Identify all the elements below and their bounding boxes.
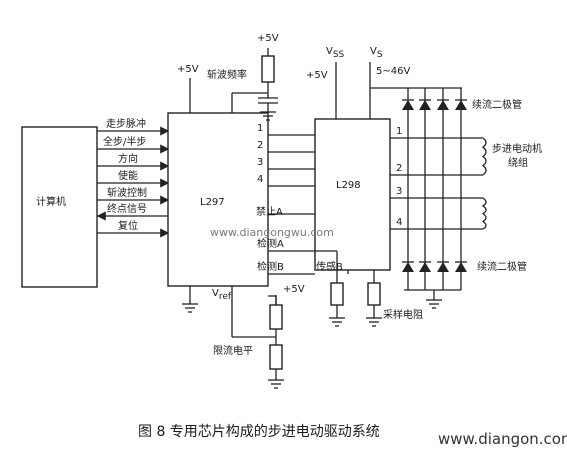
figure-caption: 图 8 专用芯片构成的步进电动驱动系统 [138,424,380,440]
motor-winding-label-1: 步进电动机 [492,142,542,155]
diodes-bottom-label: 续流二极管 [477,260,527,273]
l298-sense-b-label: 传感B [316,260,343,273]
motor-winding-label-2: 绕组 [508,156,528,169]
motor-windings [481,137,487,230]
l297-supply-label: +5V [177,64,199,75]
l298-label: L298 [336,180,361,191]
l298-outputs [390,137,483,230]
site-watermark: www.diangon.com [438,430,567,448]
chop-freq-supply-label: +5V [257,33,279,44]
inhibit-a-label: 禁止A [256,206,283,218]
direction-label: 方向 [118,152,138,165]
chop-freq-label: 斩波频率 [207,68,247,81]
current-limit-divider [231,286,284,389]
sense-resistor-label: 采样电阻 [383,308,423,321]
out4-label: 4 [396,217,402,228]
in3-label: 3 [257,157,263,168]
home-signal-label: 终点信号 [107,202,147,215]
computer-block [21,126,98,288]
bottom-diode-array [402,138,467,309]
step-pulse-label: 走步脉冲 [106,117,146,130]
chop-control-label: 斩波控制 [107,186,147,199]
sense-network [268,250,382,327]
vs-label: VS [370,46,383,60]
in2-label: 2 [257,140,263,151]
l297-ground [182,286,198,313]
sense-b-label: 检测B [257,260,284,273]
l297-label: L297 [200,197,225,208]
diodes-top-label: 续流二极管 [472,98,522,111]
control-signals [96,126,170,238]
full-half-label: 全步/半步 [103,135,146,148]
out2-label: 2 [396,163,402,174]
out3-label: 3 [396,186,402,197]
top-diode-array [402,88,467,229]
diagram-watermark: www.diangongwu.com [210,226,334,239]
l297-block [167,112,269,287]
vref-label: Vref [212,288,232,302]
l298-logic-supply-label: +5V [306,70,328,81]
current-limit-supply-label: +5V [283,284,305,295]
in4-label: 4 [257,174,263,185]
current-limit-label: 限流电平 [213,344,253,357]
in1-label: 1 [257,123,263,134]
reset-label: 复位 [118,219,138,232]
vss-label: VSS [326,46,345,60]
computer-label: 计算机 [36,195,66,208]
out1-label: 1 [396,126,402,137]
vs-range-label: 5~46V [376,66,410,77]
drive-lines [268,134,315,215]
enable-label: 使能 [118,169,138,182]
l298-block [314,118,391,271]
chop-frequency-network [231,48,278,121]
sense-a-label: 检测A [257,237,284,250]
